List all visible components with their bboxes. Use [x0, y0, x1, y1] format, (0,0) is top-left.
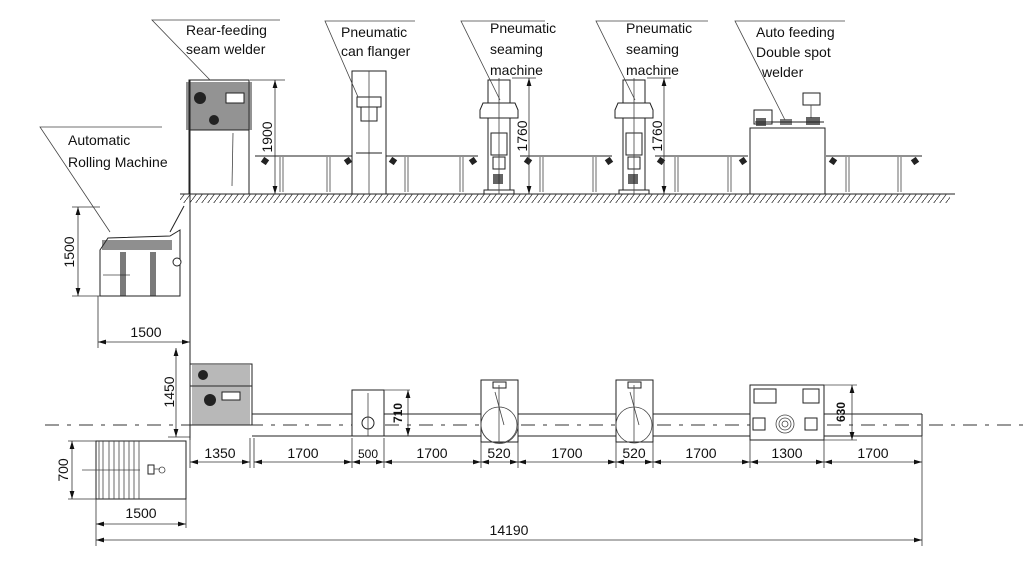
- svg-text:machine: machine: [626, 62, 679, 78]
- dim-flanger-side: 710: [391, 403, 405, 423]
- rolling-machine-view: Automatic Rolling Machine 1500 1500: [39, 80, 191, 440]
- feeder-table-plan: [82, 440, 187, 500]
- svg-text:Auto feeding: Auto feeding: [756, 24, 835, 40]
- seaming-machine-2-plan: [615, 379, 654, 444]
- seam-welder-elevation: [186, 79, 252, 195]
- svg-text:seam welder: seam welder: [186, 41, 266, 57]
- can-flanger-elevation: [351, 70, 387, 195]
- svg-text:can flanger: can flanger: [341, 43, 411, 59]
- segment-dimension-chain: 1350 1700 500 1700 520 1700 520 1700 130…: [189, 436, 923, 546]
- spot-welder-elevation: [749, 92, 826, 195]
- svg-text:machine: machine: [490, 62, 543, 78]
- dim-rolling-width: 1500: [130, 324, 161, 340]
- rolling-machine: [99, 205, 185, 297]
- dim-seaming-1-height: 1760: [514, 120, 530, 151]
- seaming-machine-1-plan: [480, 379, 519, 444]
- dim-segment: 520: [622, 445, 646, 461]
- dim-feeder-width: 1500: [125, 505, 156, 521]
- dim-segment: 1300: [771, 445, 802, 461]
- can-flanger-plan: 710: [351, 389, 411, 437]
- dim-rolling-height: 1500: [61, 236, 77, 267]
- seaming-machine-1-elevation: [479, 78, 519, 195]
- label-rolling-machine: Automatic Rolling Machine: [39, 126, 168, 233]
- dim-segment: 1700: [857, 445, 888, 461]
- dim-segment: 1350: [204, 445, 235, 461]
- spot-welder-plan: 630: [749, 384, 857, 441]
- dim-segment: 1700: [551, 445, 582, 461]
- svg-text:Rolling Machine: Rolling Machine: [68, 154, 168, 170]
- svg-text:Rear-feeding: Rear-feeding: [186, 22, 267, 38]
- seam-welder-plan: [189, 363, 253, 426]
- floor-hatch: [180, 194, 950, 203]
- label-seaming-machine-2: Pneumatic seaming machine: [595, 20, 708, 101]
- svg-text:welder: welder: [761, 64, 804, 80]
- label-seam-welder: Rear-feeding seam welder: [151, 19, 280, 81]
- dim-seam-welder-depth: 1450: [161, 376, 177, 407]
- seaming-machine-2-elevation: [614, 78, 654, 195]
- svg-text:Double spot: Double spot: [756, 44, 831, 60]
- label-can-flanger: Pneumatic can flanger: [324, 20, 415, 98]
- svg-text:seaming: seaming: [490, 41, 543, 57]
- dim-feeder-depth: 700: [55, 458, 71, 482]
- svg-text:Automatic: Automatic: [68, 132, 130, 148]
- dim-segment: 1700: [287, 445, 318, 461]
- dim-total-length: 14190: [490, 522, 529, 538]
- dim-seaming-2-height: 1760: [649, 120, 665, 151]
- dim-segment: 1700: [685, 445, 716, 461]
- dim-segment: 500: [358, 447, 378, 461]
- dim-seam-welder-height: 1900: [259, 121, 275, 152]
- svg-text:seaming: seaming: [626, 41, 679, 57]
- plan-view: 1450 710: [45, 348, 1030, 546]
- dim-segment: 1700: [416, 445, 447, 461]
- svg-text:Pneumatic: Pneumatic: [626, 20, 692, 36]
- label-seaming-machine-1: Pneumatic seaming machine: [460, 20, 556, 101]
- svg-text:Pneumatic: Pneumatic: [490, 20, 556, 36]
- conveyors-elevation: [255, 155, 922, 192]
- label-spot-welder: Auto feeding Double spot welder: [734, 20, 845, 121]
- svg-text:Pneumatic: Pneumatic: [341, 24, 407, 40]
- dim-segment: 520: [487, 445, 511, 461]
- elevation-view: 1900: [151, 19, 955, 203]
- dim-spot-welder-side: 630: [834, 402, 848, 422]
